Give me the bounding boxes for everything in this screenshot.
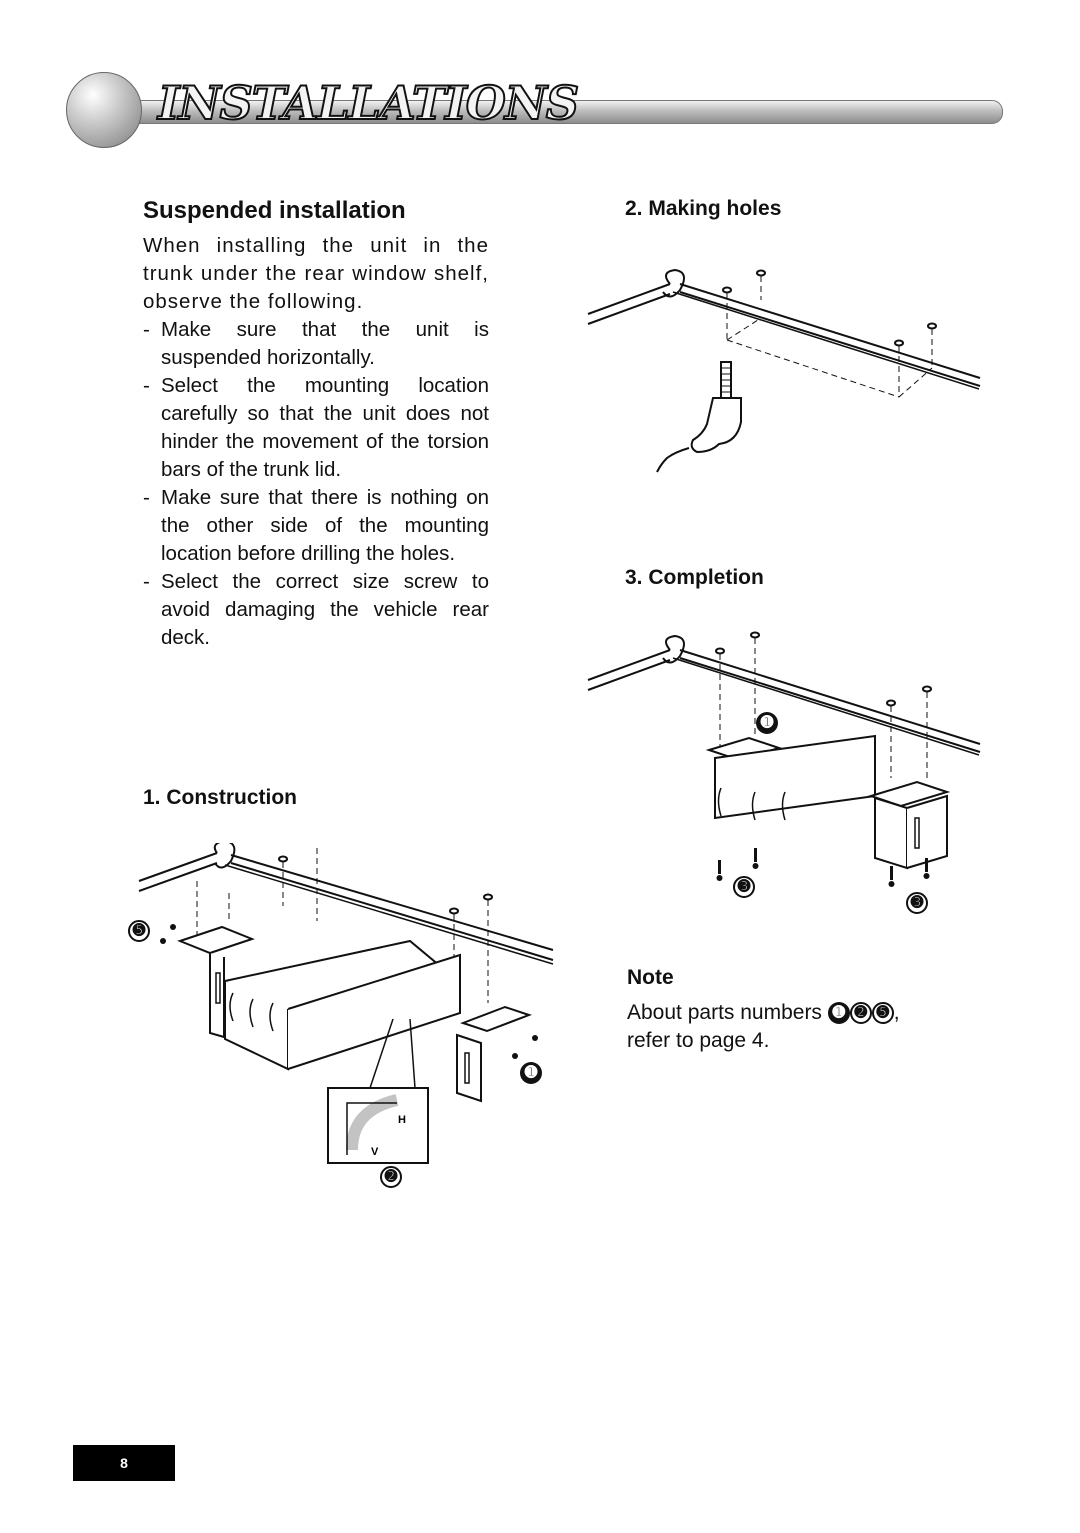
- note-title: Note: [627, 966, 674, 989]
- section-banner: INSTALLATIONS: [66, 72, 1006, 152]
- making-holes-figure: [587, 268, 981, 473]
- gauge-label-v: V: [371, 1146, 379, 1158]
- completion-figure: [587, 631, 981, 887]
- part-marker-1: ➊: [827, 1002, 850, 1025]
- list-item: -Make sure that the unit is suspended ho…: [143, 318, 489, 369]
- marker-2-construction: ➋: [380, 1166, 402, 1188]
- banner-sphere-icon: [66, 72, 142, 148]
- marker-1-completion: ➊: [756, 712, 778, 734]
- list-item: -Make sure that there is nothing on the …: [143, 486, 489, 565]
- banner-bar: [126, 100, 1003, 124]
- intro-paragraph: When installing the unit in the trunk un…: [143, 234, 489, 313]
- making-holes-title: 2. Making holes: [625, 197, 782, 220]
- marker-1-construction: ➊: [520, 1062, 542, 1084]
- page-number: 8: [73, 1445, 175, 1481]
- part-marker-5: ➎: [871, 1002, 894, 1025]
- construction-title: 1. Construction: [143, 786, 298, 809]
- part-marker-2: ➋: [849, 1002, 872, 1025]
- completion-title: 3. Completion: [625, 566, 764, 589]
- marker-5-construction: ➎: [128, 920, 150, 942]
- list-item: -Select the correct size screw to avoid …: [143, 570, 489, 649]
- gauge-label-h: H: [398, 1114, 406, 1126]
- left-column: Suspended installation When installing t…: [143, 196, 489, 652]
- marker-3-completion-right: ➌: [906, 892, 928, 914]
- construction-figure: H V: [138, 843, 554, 1164]
- page-title: INSTALLATIONS: [157, 76, 580, 130]
- section-heading: Suspended installation: [143, 197, 406, 224]
- instruction-list: -Make sure that the unit is suspended ho…: [143, 316, 489, 652]
- marker-3-completion-left: ➌: [733, 876, 755, 898]
- list-item: -Select the mounting location carefully …: [143, 374, 489, 481]
